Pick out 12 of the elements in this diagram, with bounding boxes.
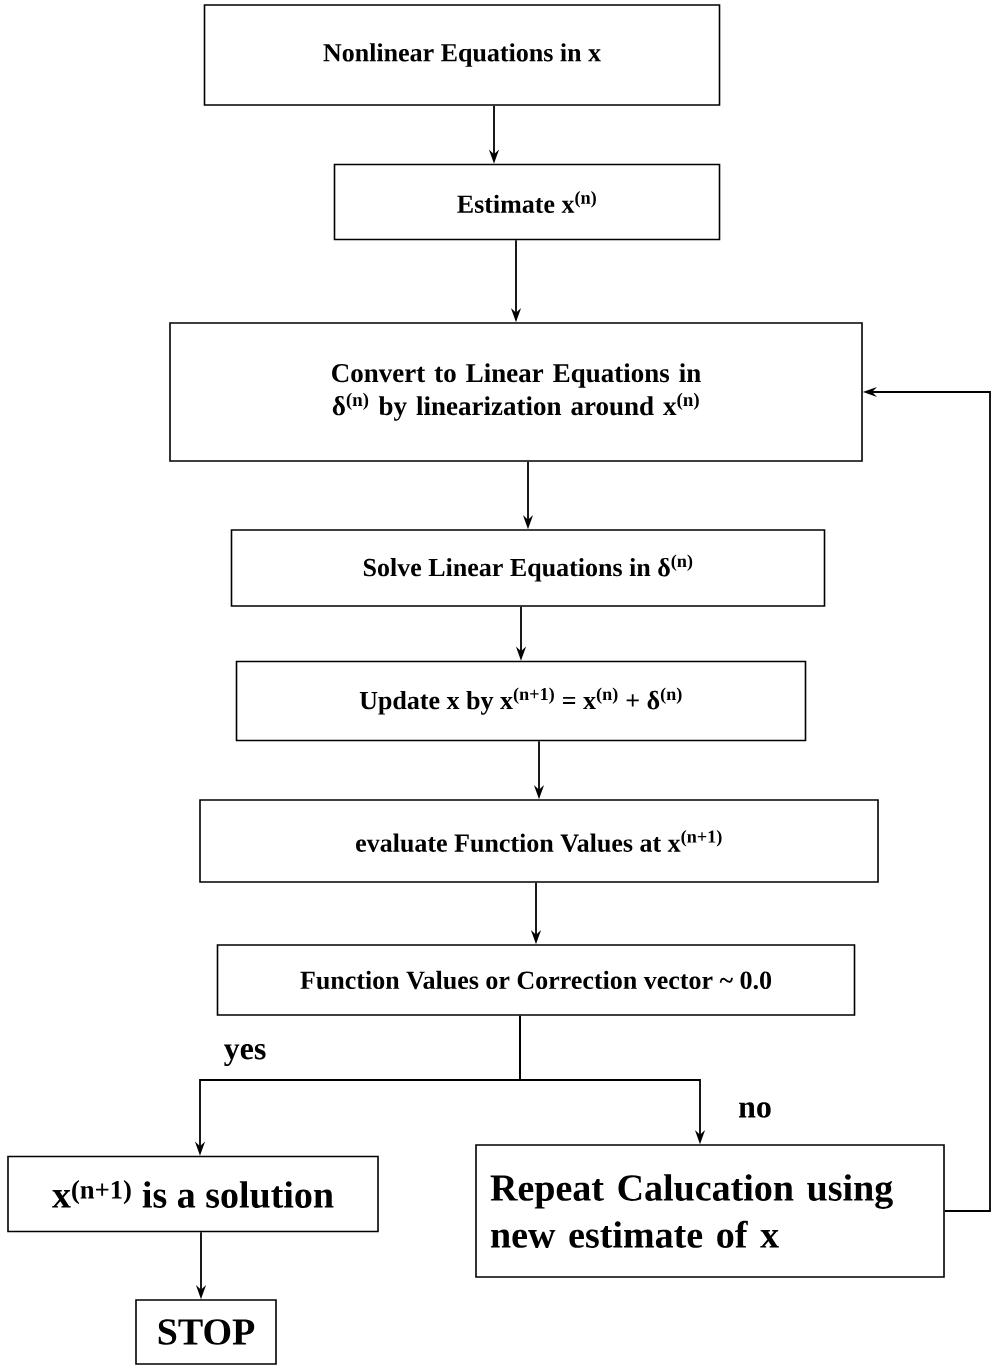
process-box: evaluate Function Values at x$^{(n+1)}$ bbox=[199, 799, 879, 883]
process-box: Convert to Linear Equations in δ$^{(n)}$ by linearization around x$^{(n)}$ bbox=[169, 322, 863, 462]
process-box: Function Values or Correction vector ~ 0.0 bbox=[216, 944, 856, 1016]
process-box: Nonlinear Equations in x bbox=[203, 4, 721, 106]
process-box: Solve Linear Equations in δ$^{(n)}$ bbox=[230, 529, 826, 607]
process-box: Update x by x$^{(n+1)}$ = x$^{(n)}$ + δ$^{(n)}$ bbox=[235, 660, 807, 742]
edge-label: yes bbox=[222, 1043, 268, 1067]
process-box: STOP bbox=[135, 1299, 277, 1365]
process-box: Estimate x$^{(n)}$ bbox=[333, 163, 721, 241]
process-box: x$^{(n+1)}$ is a solution bbox=[7, 1155, 379, 1233]
edge-label: no bbox=[737, 1101, 773, 1119]
process-box: Repeat Calucation using new estimate of x bbox=[475, 1144, 945, 1278]
